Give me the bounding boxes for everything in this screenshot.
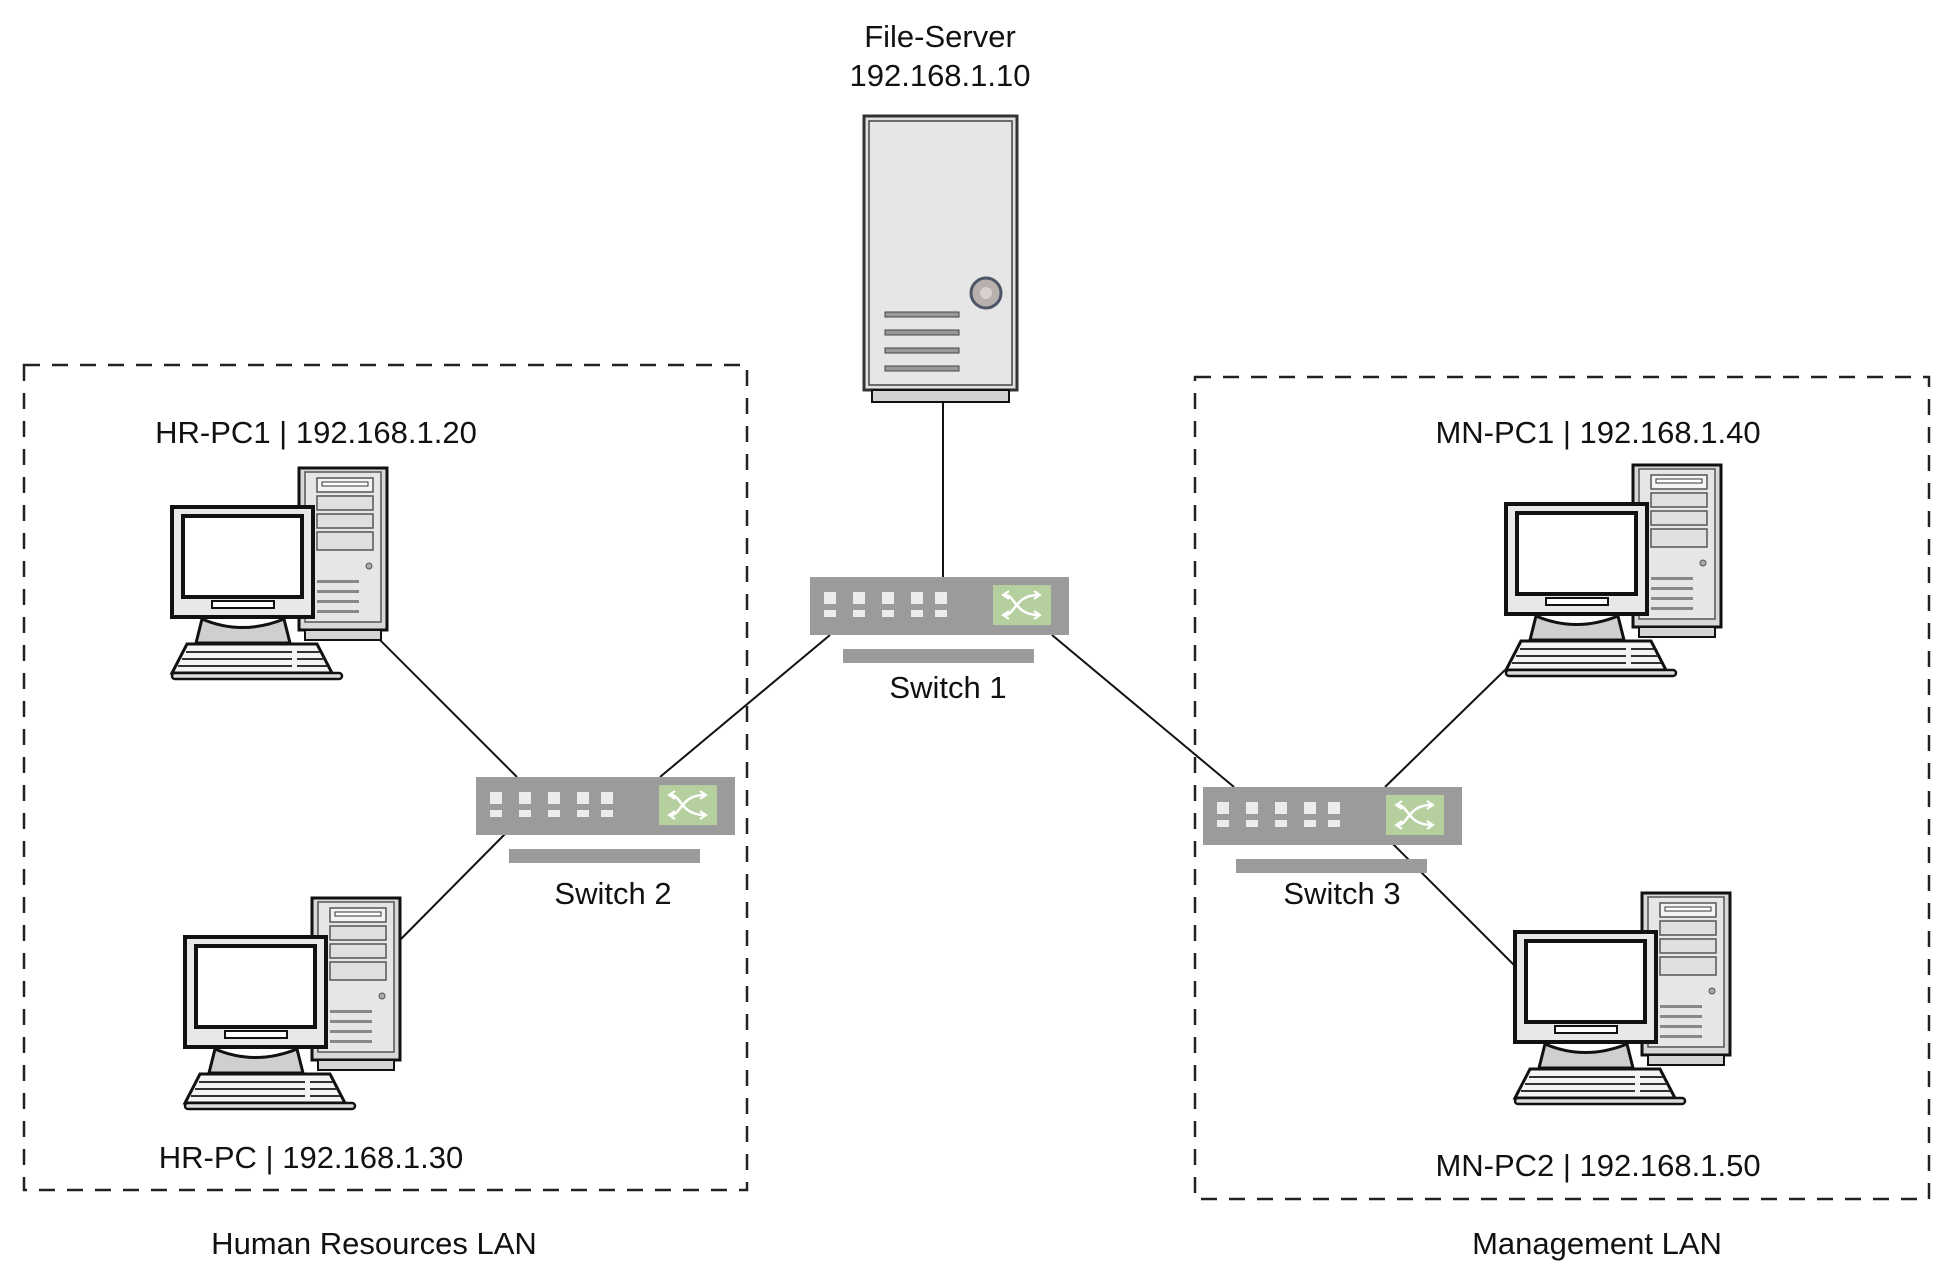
links — [371, 402, 1516, 967]
hr-pc-icon — [183, 896, 402, 1111]
hr-pc-label: HR-PC | 192.168.1.30 — [158, 1140, 464, 1175]
hr-pc1-label: HR-PC1 | 192.168.1.20 — [155, 415, 477, 450]
mn-lan-boundary — [1193, 375, 1931, 1201]
link-switch2-hrpc1 — [371, 631, 518, 778]
link-switch2-hrpc — [399, 833, 506, 941]
server-ip-label: 192.168.1.10 — [849, 58, 1031, 93]
server-name-label: File-Server — [864, 19, 1016, 54]
file-server-icon — [862, 114, 1019, 403]
mn-pc1-icon — [1504, 463, 1723, 678]
mn-lan-label: Management LAN — [1472, 1226, 1722, 1261]
mn-pc2-label: MN-PC2 | 192.168.1.50 — [1435, 1148, 1761, 1183]
switch-3-label: Switch 3 — [1283, 876, 1401, 911]
link-switch1-switch3 — [1051, 634, 1235, 788]
link-switch1-switch2 — [659, 634, 831, 778]
hr-lan-label: Human Resources LAN — [211, 1226, 537, 1261]
mn-pc1-label: MN-PC1 | 192.168.1.40 — [1435, 415, 1761, 450]
switch-1-icon — [808, 575, 1071, 665]
switch-2-icon — [474, 775, 737, 865]
hr-pc1-icon — [170, 466, 389, 681]
link-switch3-mnpc1 — [1384, 669, 1506, 788]
switch-3-icon — [1201, 785, 1464, 875]
switch-2-label: Switch 2 — [554, 876, 672, 911]
mn-pc2-icon — [1513, 891, 1732, 1106]
hr-lan-boundary — [22, 363, 749, 1192]
switch-1-label: Switch 1 — [889, 670, 1007, 705]
